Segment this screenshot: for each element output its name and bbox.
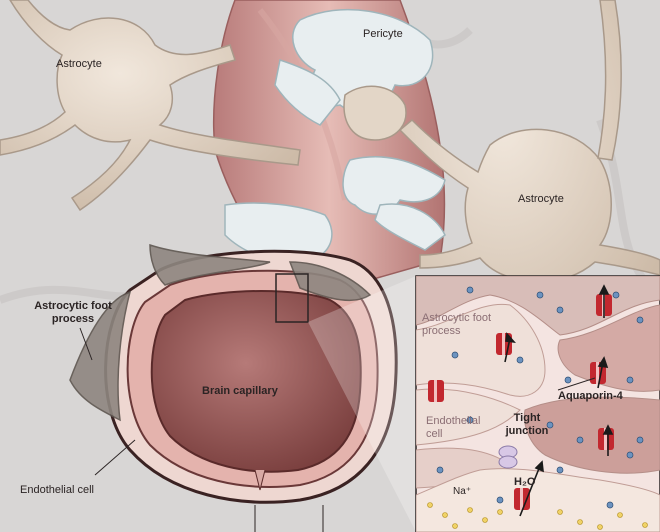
zoom-indicator-box — [275, 273, 309, 323]
inset-label-tight-junction: Tight junction — [505, 412, 549, 437]
inset-label-astrocytic-foot-process: Astrocytic foot process — [422, 312, 492, 337]
inset-label-aquaporin-4: Aquaporin-4 — [558, 390, 623, 402]
water-flow-arrows — [504, 284, 614, 517]
aquaporin-channel-4 — [428, 380, 444, 402]
capillary-cross-section — [104, 249, 398, 504]
inset-label-h2o: H₂O — [514, 476, 536, 488]
label-astrocyte-right: Astrocyte — [518, 193, 564, 205]
leader-lines — [79, 327, 596, 532]
zoom-projection — [308, 276, 416, 532]
label-brain-capillary: Brain capillary — [202, 385, 278, 397]
pericyte — [224, 8, 446, 264]
inset-label-na: Na⁺ — [453, 486, 472, 497]
label-endothelial-cell: Endothelial cell — [20, 484, 94, 496]
astrocytic-foot-process — [69, 243, 372, 422]
tight-junction — [498, 445, 518, 469]
label-astrocyte-top-left: Astrocyte — [56, 58, 102, 70]
inset-label-endothelial-cell: Endothelial cell — [426, 415, 481, 440]
aquaporin-channel-6 — [514, 488, 530, 510]
label-pericyte: Pericyte — [363, 28, 403, 40]
inset-panel — [415, 275, 660, 532]
pericyte-cell-body — [343, 85, 407, 141]
water-molecules — [436, 286, 644, 509]
label-astrocytic-foot-process: Astrocytic foot process — [34, 300, 112, 325]
sodium-ions — [427, 502, 648, 530]
astrocyte-top-left — [0, 0, 301, 212]
